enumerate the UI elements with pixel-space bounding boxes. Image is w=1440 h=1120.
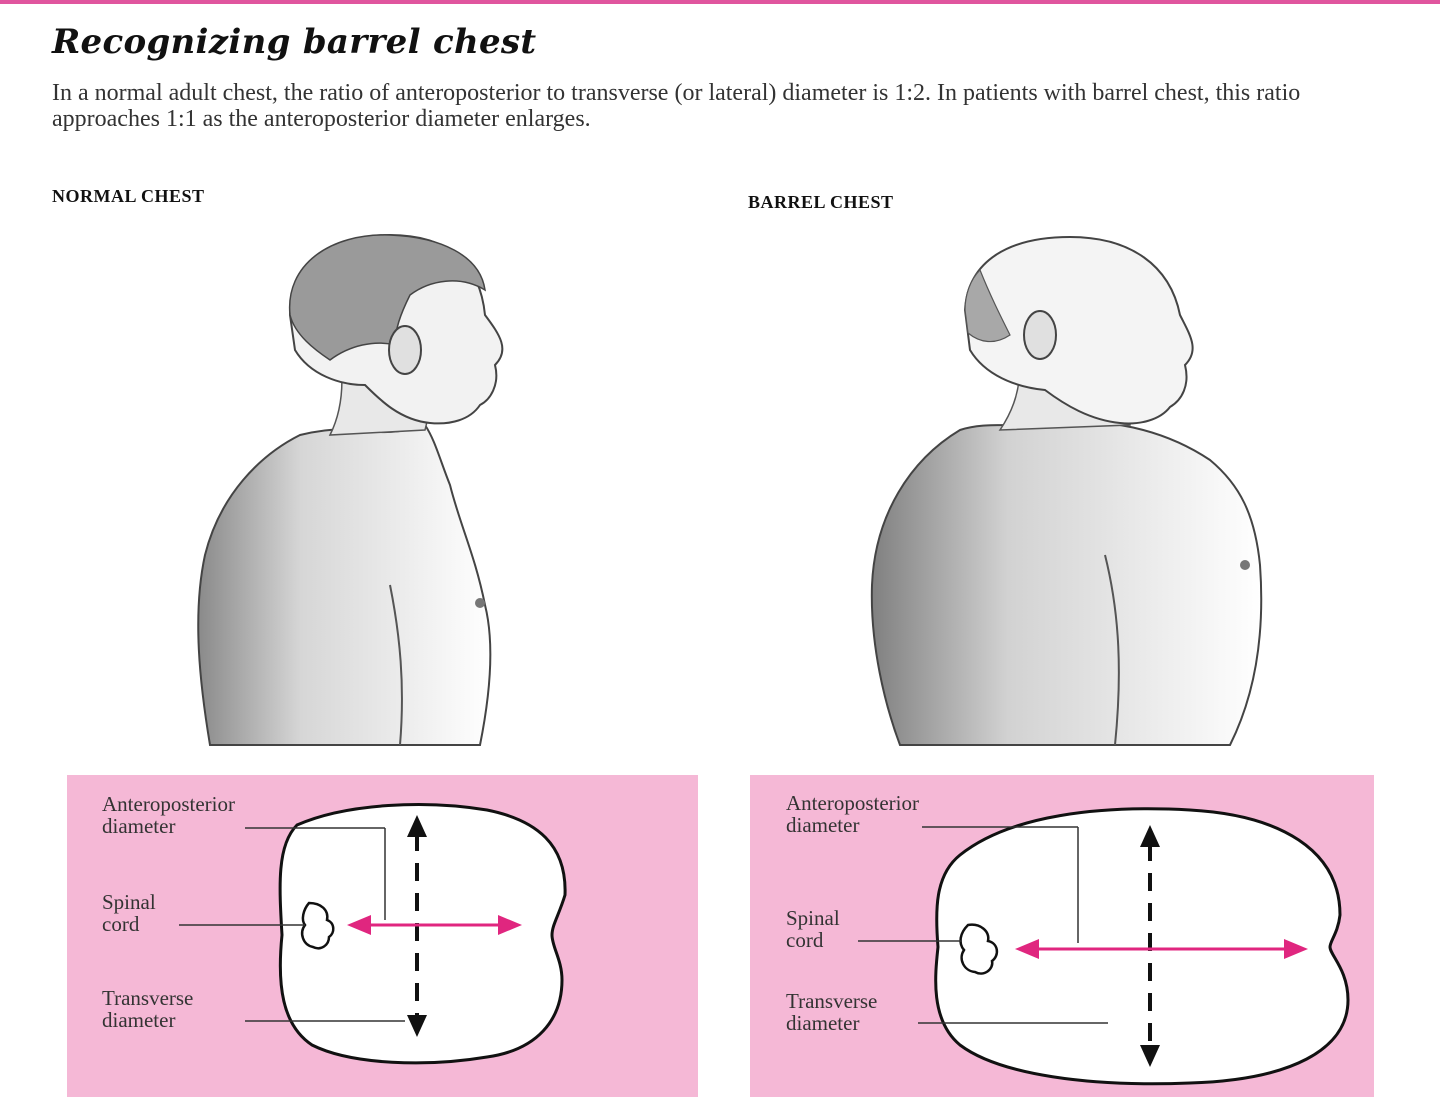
normal-ap-label-1: Anteroposterior [102,792,235,816]
normal-cross-section-diagram [179,803,567,1065]
normal-spinal-label-1: Spinal [102,890,156,914]
barrel-cross-section-panel: Anteroposterior diameter Spinal cord Tra… [750,775,1374,1097]
top-rule [0,0,1440,4]
normal-trans-label-1: Transverse [102,986,194,1010]
barrel-spinal-label-1: Spinal [786,906,840,930]
barrel-trans-label-1: Transverse [786,989,878,1013]
intro-paragraph: In a normal adult chest, the ratio of an… [52,80,1301,132]
barrel-ap-label-2: diameter [786,813,860,837]
normal-cross-section-panel: Anteroposterior diameter Spinal cord Tra… [67,775,698,1097]
barrel-ap-label-1: Anteroposterior [786,791,919,815]
barrel-chest-heading: BARREL CHEST [748,192,894,212]
normal-ap-label-2: diameter [102,814,176,838]
normal-chest-figure [197,233,504,746]
normal-spinal-label-2: cord [102,912,140,936]
page-title: Recognizing barrel chest [52,22,537,62]
normal-trans-label-2: diameter [102,1008,176,1032]
normal-chest-heading: NORMAL CHEST [52,186,205,206]
barrel-chest-figure [870,235,1263,746]
barrel-spinal-label-2: cord [786,928,824,952]
barrel-cross-section-diagram [858,807,1350,1086]
barrel-trans-label-2: diameter [786,1011,860,1035]
